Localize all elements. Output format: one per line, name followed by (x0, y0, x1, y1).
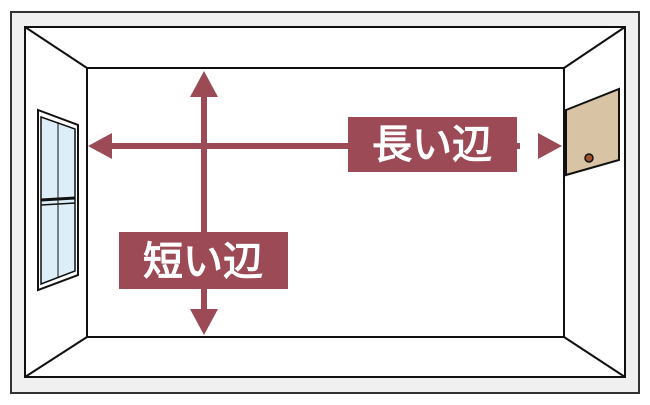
window-icon (37, 108, 79, 292)
short-side-label-text: 短い辺 (143, 239, 263, 285)
long-side-label-text: 長い辺 (372, 122, 492, 168)
short-side-arrow (190, 71, 218, 335)
back-wall (86, 67, 565, 338)
long-side-label: 長い辺 (348, 117, 517, 172)
long-side-arrow (88, 133, 562, 159)
door-icon (565, 87, 620, 177)
door-knob (584, 153, 594, 163)
short-side-label: 短い辺 (119, 232, 288, 289)
perspective-lines (24, 26, 626, 378)
